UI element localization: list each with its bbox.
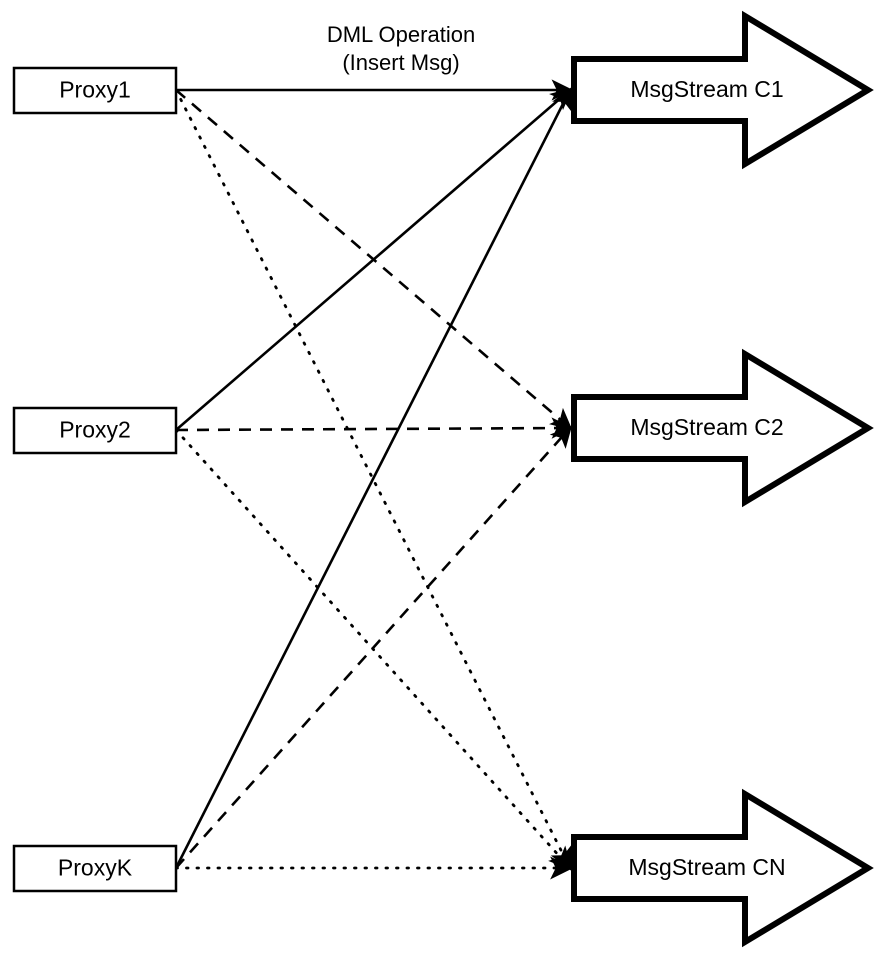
stream-node-stream_cn[interactable]: MsgStream CN	[571, 788, 874, 948]
stream-arrow-shape	[571, 10, 874, 170]
edge-proxyk-c2	[175, 425, 573, 869]
stream-label: MsgStream CN	[628, 854, 785, 880]
stream-node-stream_c1[interactable]: MsgStream C1	[571, 10, 874, 170]
edge-label-dml-operation: DML Operation (Insert Msg)	[327, 22, 475, 75]
proxy-box-rect	[12, 66, 178, 115]
stream-arrow-shape	[571, 348, 874, 508]
edge-line-dotted	[174, 88, 572, 871]
proxy-label: Proxy2	[59, 417, 131, 443]
stream-label: MsgStream C1	[630, 76, 783, 102]
edge-line-solid	[175, 87, 573, 431]
edge-label-line2: (Insert Msg)	[342, 50, 459, 75]
proxy-node-proxy2[interactable]: Proxy2	[12, 406, 178, 455]
streams-layer: MsgStream C1 MsgStream C2 MsgStream CN	[571, 10, 874, 948]
edge-line-dashed	[175, 417, 574, 439]
proxy-box-rect	[12, 406, 178, 455]
proxy-label: Proxy1	[59, 77, 131, 103]
edge-line-dashed	[175, 425, 573, 869]
edge-proxy2-c2	[175, 417, 574, 439]
edge-label-line1: DML Operation	[327, 22, 475, 47]
edge-proxyk-c1	[174, 87, 572, 869]
proxy-node-proxyk[interactable]: ProxyK	[12, 844, 178, 893]
proxy-node-proxy1[interactable]: Proxy1	[12, 66, 178, 115]
stream-label: MsgStream C2	[630, 414, 783, 440]
edge-line-solid	[174, 87, 572, 869]
stream-node-stream_c2[interactable]: MsgStream C2	[571, 348, 874, 508]
proxy-label: ProxyK	[58, 855, 133, 881]
edge-proxy1-cn	[174, 88, 572, 871]
proxy-box-rect	[12, 844, 178, 893]
edges-layer	[174, 79, 574, 880]
stream-arrow-shape	[571, 788, 874, 948]
edge-proxy2-c1	[175, 87, 573, 431]
